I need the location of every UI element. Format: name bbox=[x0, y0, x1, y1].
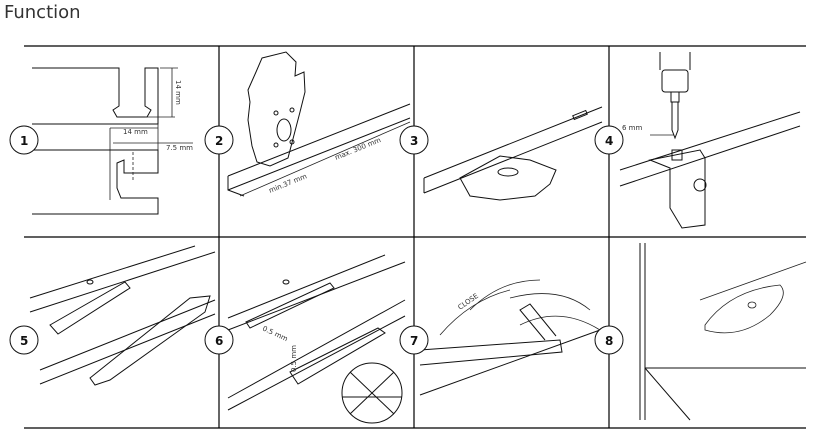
panel-5-insert-connector bbox=[29, 245, 216, 386]
svg-text:5: 5 bbox=[20, 334, 28, 348]
step-1-marker: 1 bbox=[9, 125, 39, 155]
step-3-marker: 3 bbox=[399, 125, 429, 155]
panel-4-drilling: 6 mm bbox=[619, 52, 801, 229]
panel-3-routing bbox=[423, 106, 603, 201]
panel-1-groove-dimensions: 14 mm 14 mm 7.5 mm bbox=[32, 67, 193, 215]
min-distance-label: min.37 mm bbox=[268, 172, 308, 195]
panel-7-close-with-key: CLOSE bbox=[419, 279, 601, 396]
step-6-marker: 6 bbox=[204, 325, 234, 355]
do-not-screw-icon bbox=[341, 362, 403, 424]
svg-text:1: 1 bbox=[20, 134, 28, 148]
groove-depth-label: 14 mm bbox=[174, 80, 182, 105]
svg-text:2: 2 bbox=[215, 134, 223, 148]
step-5-marker: 5 bbox=[9, 325, 39, 355]
svg-text:4: 4 bbox=[605, 134, 613, 148]
step-4-marker: 4 bbox=[594, 125, 624, 155]
step-2-marker: 2 bbox=[204, 125, 234, 155]
offset-label: 7.5 mm bbox=[166, 144, 193, 152]
max-distance-label: max. 300 mm bbox=[334, 136, 383, 162]
panel-2-cutter-spacing: min.37 mm max. 300 mm bbox=[227, 51, 411, 197]
drill-depth-label: 6 mm bbox=[622, 124, 642, 132]
step-8-marker: 8 bbox=[594, 325, 624, 355]
gap-b-label: 0.5 mm bbox=[290, 345, 298, 372]
gap-a-label: 0.5 mm bbox=[261, 325, 289, 344]
step-7-marker: 7 bbox=[399, 325, 429, 355]
svg-text:3: 3 bbox=[410, 134, 418, 148]
svg-text:6: 6 bbox=[215, 334, 223, 348]
svg-text:8: 8 bbox=[605, 334, 613, 348]
panel-grid bbox=[24, 45, 806, 429]
panel-8-assembled bbox=[639, 243, 807, 421]
svg-text:7: 7 bbox=[410, 334, 418, 348]
groove-width-label: 14 mm bbox=[123, 128, 148, 136]
section-title: Function bbox=[4, 2, 81, 23]
panel-6-align-connector: 0.5 mm 0.5 mm bbox=[227, 254, 406, 424]
